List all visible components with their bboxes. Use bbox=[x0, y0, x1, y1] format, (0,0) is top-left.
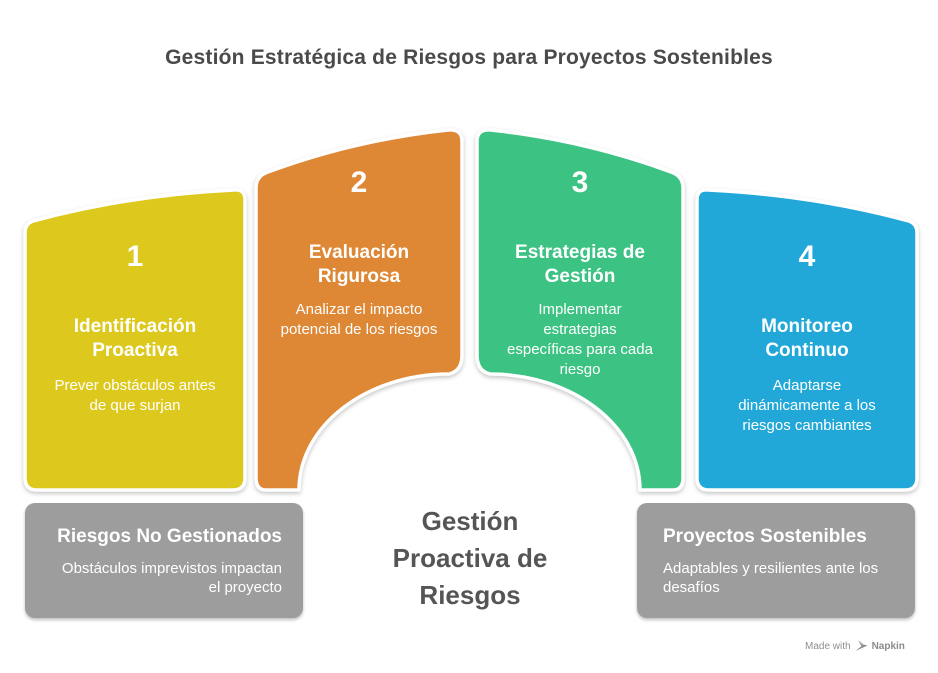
step-1-heading: Identificación Proactiva bbox=[73, 316, 197, 361]
step-3-shape bbox=[475, 128, 685, 492]
outcome-left-body: Obstáculos imprevistos impactan el proye… bbox=[61, 560, 282, 596]
step-1-number: 1 bbox=[126, 240, 144, 273]
brand-label: Napkin bbox=[871, 640, 905, 652]
outcome-left-title: Riesgos No Gestionados bbox=[57, 526, 282, 547]
napkin-logo-icon bbox=[855, 640, 868, 651]
step-2-body: Analizar el impacto potencial de los rie… bbox=[280, 301, 438, 338]
step-4-shape bbox=[695, 188, 919, 492]
step-4-body: Adaptarse dinámicamente a los riesgos ca… bbox=[738, 377, 876, 434]
step-3-number: 3 bbox=[571, 166, 589, 199]
center-label: Gestión Proactiva de Riesgos bbox=[392, 506, 548, 610]
outcome-box-right: Proyectos Sostenibles Adaptables y resil… bbox=[637, 503, 915, 618]
step-2-heading: Evaluación Rigurosa bbox=[308, 242, 410, 287]
step-2-number: 2 bbox=[350, 166, 368, 199]
outcome-right-title: Proyectos Sostenibles bbox=[663, 526, 867, 547]
step-1-body: Prever obstáculos antes de que surjan bbox=[54, 377, 216, 414]
outcome-right-body: Adaptables y resilientes ante los desafí… bbox=[663, 560, 879, 596]
footer-badge[interactable]: Made with Napkin bbox=[805, 640, 905, 652]
made-with-label: Made with bbox=[805, 640, 851, 652]
step-1-shape bbox=[23, 188, 247, 492]
diagram-title: Gestión Estratégica de Riesgos para Proy… bbox=[165, 46, 773, 69]
step-2-shape bbox=[254, 128, 464, 492]
step-4-heading: Monitoreo Continuo bbox=[761, 316, 853, 361]
step-3-body: Implementar estrategias específicas para… bbox=[507, 301, 653, 378]
step-3-heading: Estrategias de Gestión bbox=[515, 242, 645, 287]
step-4-number: 4 bbox=[798, 240, 816, 273]
outcome-box-left: Riesgos No Gestionados Obstáculos imprev… bbox=[25, 503, 303, 618]
